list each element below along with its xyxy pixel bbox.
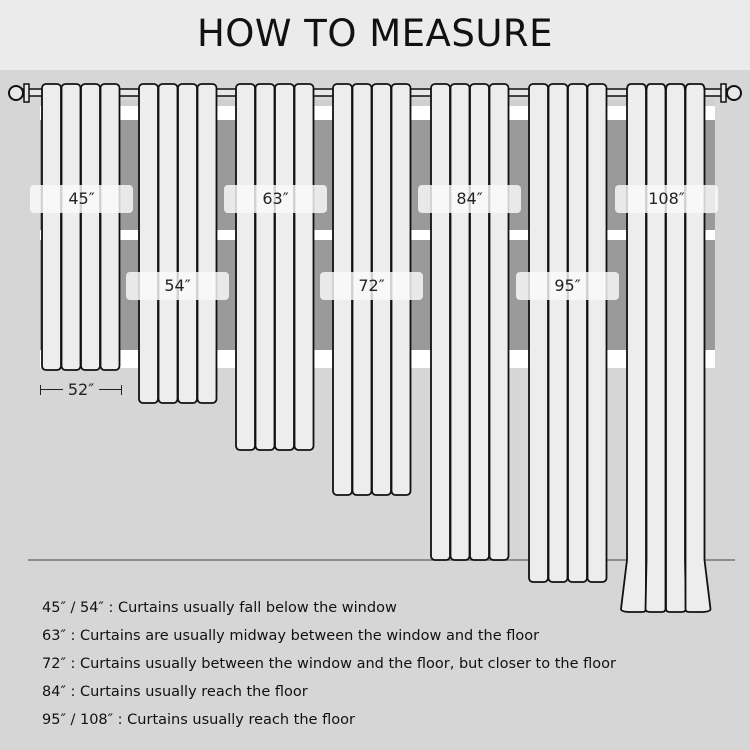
- note-item: 63″ : Curtains are usually midway betwee…: [42, 628, 540, 644]
- length-label: 54″: [126, 272, 229, 300]
- curtain-pleat: [644, 83, 667, 613]
- note-item: 84″ : Curtains usually reach the floor: [42, 684, 308, 700]
- curtain-pleat: [60, 83, 82, 371]
- curtain-pleat: [665, 83, 687, 613]
- width-dimension: 52″: [40, 380, 122, 399]
- rod-bracket-right: [720, 83, 727, 103]
- curtain-pleat: [254, 83, 276, 451]
- length-label: 45″: [30, 185, 133, 213]
- curtain-pleat: [99, 83, 121, 371]
- note-item: 45″ / 54″ : Curtains usually fall below …: [42, 600, 397, 616]
- notes-list: 45″ / 54″ : Curtains usually fall below …: [42, 598, 616, 738]
- curtain-pleat: [449, 83, 471, 561]
- rod-finial-left: [8, 85, 24, 101]
- curtain-pleat: [41, 83, 62, 371]
- curtain-pleat: [469, 83, 490, 561]
- page-title: HOW TO MEASURE: [196, 12, 554, 55]
- header-band: [0, 0, 750, 70]
- curtain-pleat: [684, 83, 712, 613]
- curtain-pleat: [547, 83, 569, 583]
- rod-finial-right: [726, 85, 742, 101]
- length-label: 108″: [615, 185, 718, 213]
- curtain-pleat: [138, 83, 159, 404]
- note-item: 72″ : Curtains usually between the windo…: [42, 656, 616, 672]
- curtain-pleat: [586, 83, 608, 583]
- curtain-pleat: [80, 83, 101, 371]
- note-item: 95″ / 108″ : Curtains usually reach the …: [42, 712, 355, 728]
- curtain-pleat: [567, 83, 588, 583]
- curtain-pleat: [157, 83, 179, 404]
- length-label: 63″: [224, 185, 327, 213]
- curtain-pleat: [177, 83, 198, 404]
- curtain-pleat: [528, 83, 549, 583]
- length-label: 95″: [516, 272, 619, 300]
- curtain-pleat: [488, 83, 510, 561]
- curtain-pleat: [293, 83, 315, 451]
- curtain-pleat: [430, 83, 451, 561]
- length-label: 84″: [418, 185, 521, 213]
- length-label: 72″: [320, 272, 423, 300]
- curtain-pleat: [274, 83, 295, 451]
- curtain-pleat: [235, 83, 256, 451]
- rod-bracket-left: [23, 83, 30, 103]
- curtain-pleat: [196, 83, 218, 404]
- width-label: 52″: [67, 380, 95, 399]
